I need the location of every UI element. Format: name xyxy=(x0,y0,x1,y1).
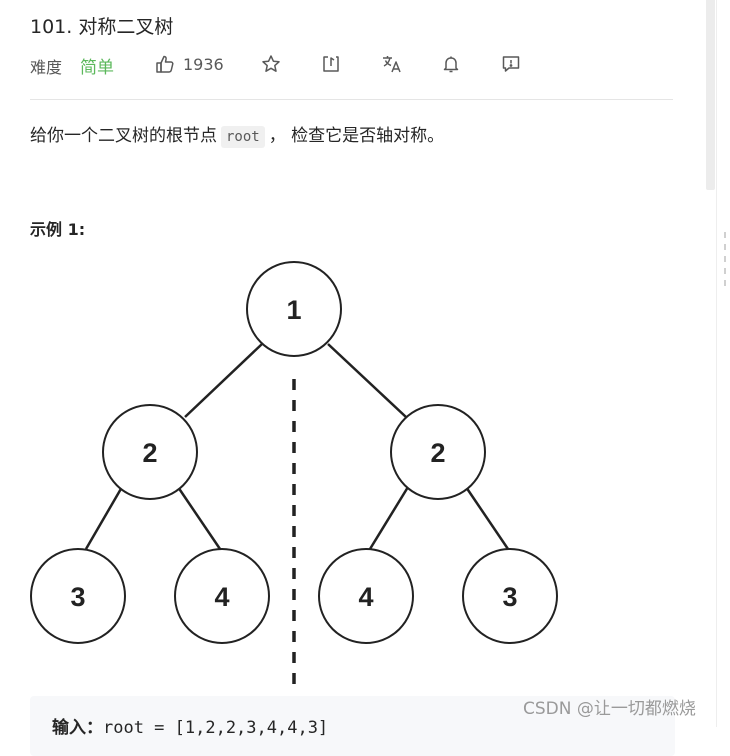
header-divider xyxy=(30,99,673,100)
translate-icon xyxy=(383,56,401,73)
panel-divider xyxy=(716,0,717,727)
edge-2l-4 xyxy=(176,486,222,550)
tree-node-3-right xyxy=(462,548,558,644)
example-tree-diagram: 1 2 2 3 4 4 3 xyxy=(30,261,558,693)
tree-node-1 xyxy=(246,261,342,357)
node-label-2-left: 2 xyxy=(142,438,157,468)
tree-node-3-left xyxy=(30,548,126,644)
tree-node-2-left xyxy=(102,404,198,500)
node-label-3-right: 3 xyxy=(502,582,517,612)
tree-node-4-right xyxy=(318,548,414,644)
favorite-button[interactable] xyxy=(261,53,281,75)
node-label-3-left: 3 xyxy=(70,582,85,612)
edge-1-2l xyxy=(184,343,263,418)
like-count: 1936 xyxy=(183,54,224,74)
tree-node-4-left xyxy=(174,548,270,644)
node-label-1: 1 xyxy=(286,295,301,325)
node-label-2-right: 2 xyxy=(430,438,445,468)
subscribe-button[interactable] xyxy=(441,53,461,75)
inline-code-root: root xyxy=(221,126,265,148)
resize-handle[interactable] xyxy=(723,232,727,302)
edge-2r-3 xyxy=(464,486,510,550)
example-title: 示例 1: xyxy=(30,220,86,239)
like-button[interactable]: 1936 xyxy=(155,53,224,75)
translate-button[interactable] xyxy=(381,53,403,75)
edge-2r-4 xyxy=(368,486,410,550)
input-value: root = [1,2,2,3,4,4,3] xyxy=(103,718,329,738)
tree-node-2-right xyxy=(390,404,486,500)
feedback-button[interactable] xyxy=(501,53,521,75)
description-text-after: ， 检查它是否轴对称。 xyxy=(268,126,445,146)
node-label-4-left: 4 xyxy=(214,582,229,612)
problem-title: 101. 对称二叉树 xyxy=(30,16,174,38)
difficulty-badge: 简单 xyxy=(80,58,114,78)
node-label-4-right: 4 xyxy=(358,582,373,612)
problem-content: 101. 对称二叉树 难度 简单 1936 xyxy=(30,0,675,756)
vertical-scrollbar-thumb[interactable] xyxy=(706,0,715,190)
share-icon xyxy=(323,56,339,72)
watermark: CSDN @让一切都燃烧 xyxy=(523,699,696,719)
description-text-before: 给你一个二叉树的根节点 xyxy=(30,126,217,146)
star-icon xyxy=(262,55,280,72)
input-label: 输入： xyxy=(52,718,103,738)
edge-1-2r xyxy=(327,343,407,418)
edge-2l-3 xyxy=(84,486,124,550)
thumbs-up-icon xyxy=(156,55,174,73)
difficulty-label: 难度 xyxy=(30,58,63,77)
example-input-line: 输入：root = [1,2,2,3,4,4,3] xyxy=(52,713,328,738)
share-button[interactable] xyxy=(321,53,341,75)
feedback-icon xyxy=(502,56,520,72)
bell-icon xyxy=(443,56,459,73)
problem-meta-bar: 难度 简单 1936 xyxy=(30,50,675,78)
